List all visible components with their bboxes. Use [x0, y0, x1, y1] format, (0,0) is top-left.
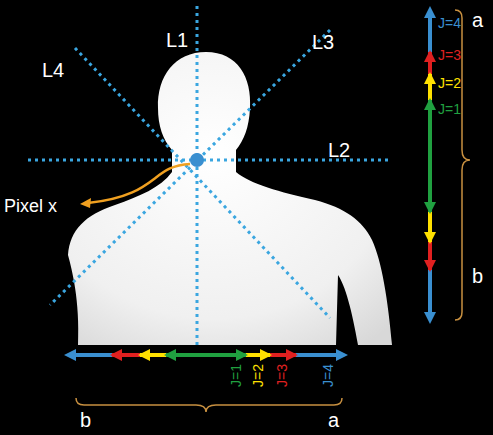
line-l4 [75, 48, 330, 318]
scale-label: J=2 [438, 76, 461, 90]
dimension-letter: a [328, 410, 339, 430]
arrowheads [64, 349, 348, 361]
line-name: L4 [42, 60, 64, 80]
brace [76, 398, 342, 412]
dimension-letter: b [472, 266, 483, 286]
segment [72, 353, 112, 357]
line-name: L2 [328, 140, 350, 160]
line-name: L1 [166, 30, 188, 50]
arrowheads [424, 6, 436, 324]
dimension-letter: b [80, 410, 91, 430]
scale-label: J=4 [438, 16, 461, 30]
leader-arrow [88, 164, 190, 203]
scale-label: J=2 [251, 364, 265, 387]
scale-label: J=4 [321, 364, 335, 387]
segment [166, 353, 246, 357]
segment [296, 353, 340, 357]
scale-label: J=1 [438, 102, 461, 116]
line-l3 [50, 30, 330, 305]
segment [428, 100, 432, 212]
pixel-dot [190, 153, 204, 167]
segment [428, 270, 432, 316]
scale-label: J=1 [229, 364, 243, 387]
scale-label: J=3 [275, 364, 289, 387]
leader-head [80, 198, 91, 208]
segment [428, 14, 432, 52]
scale-label: J=3 [438, 48, 461, 62]
dimension-letter: a [472, 10, 483, 30]
callout-label: Pixel x [4, 197, 57, 215]
human-silhouette [68, 52, 392, 345]
line-name: L3 [312, 32, 334, 52]
